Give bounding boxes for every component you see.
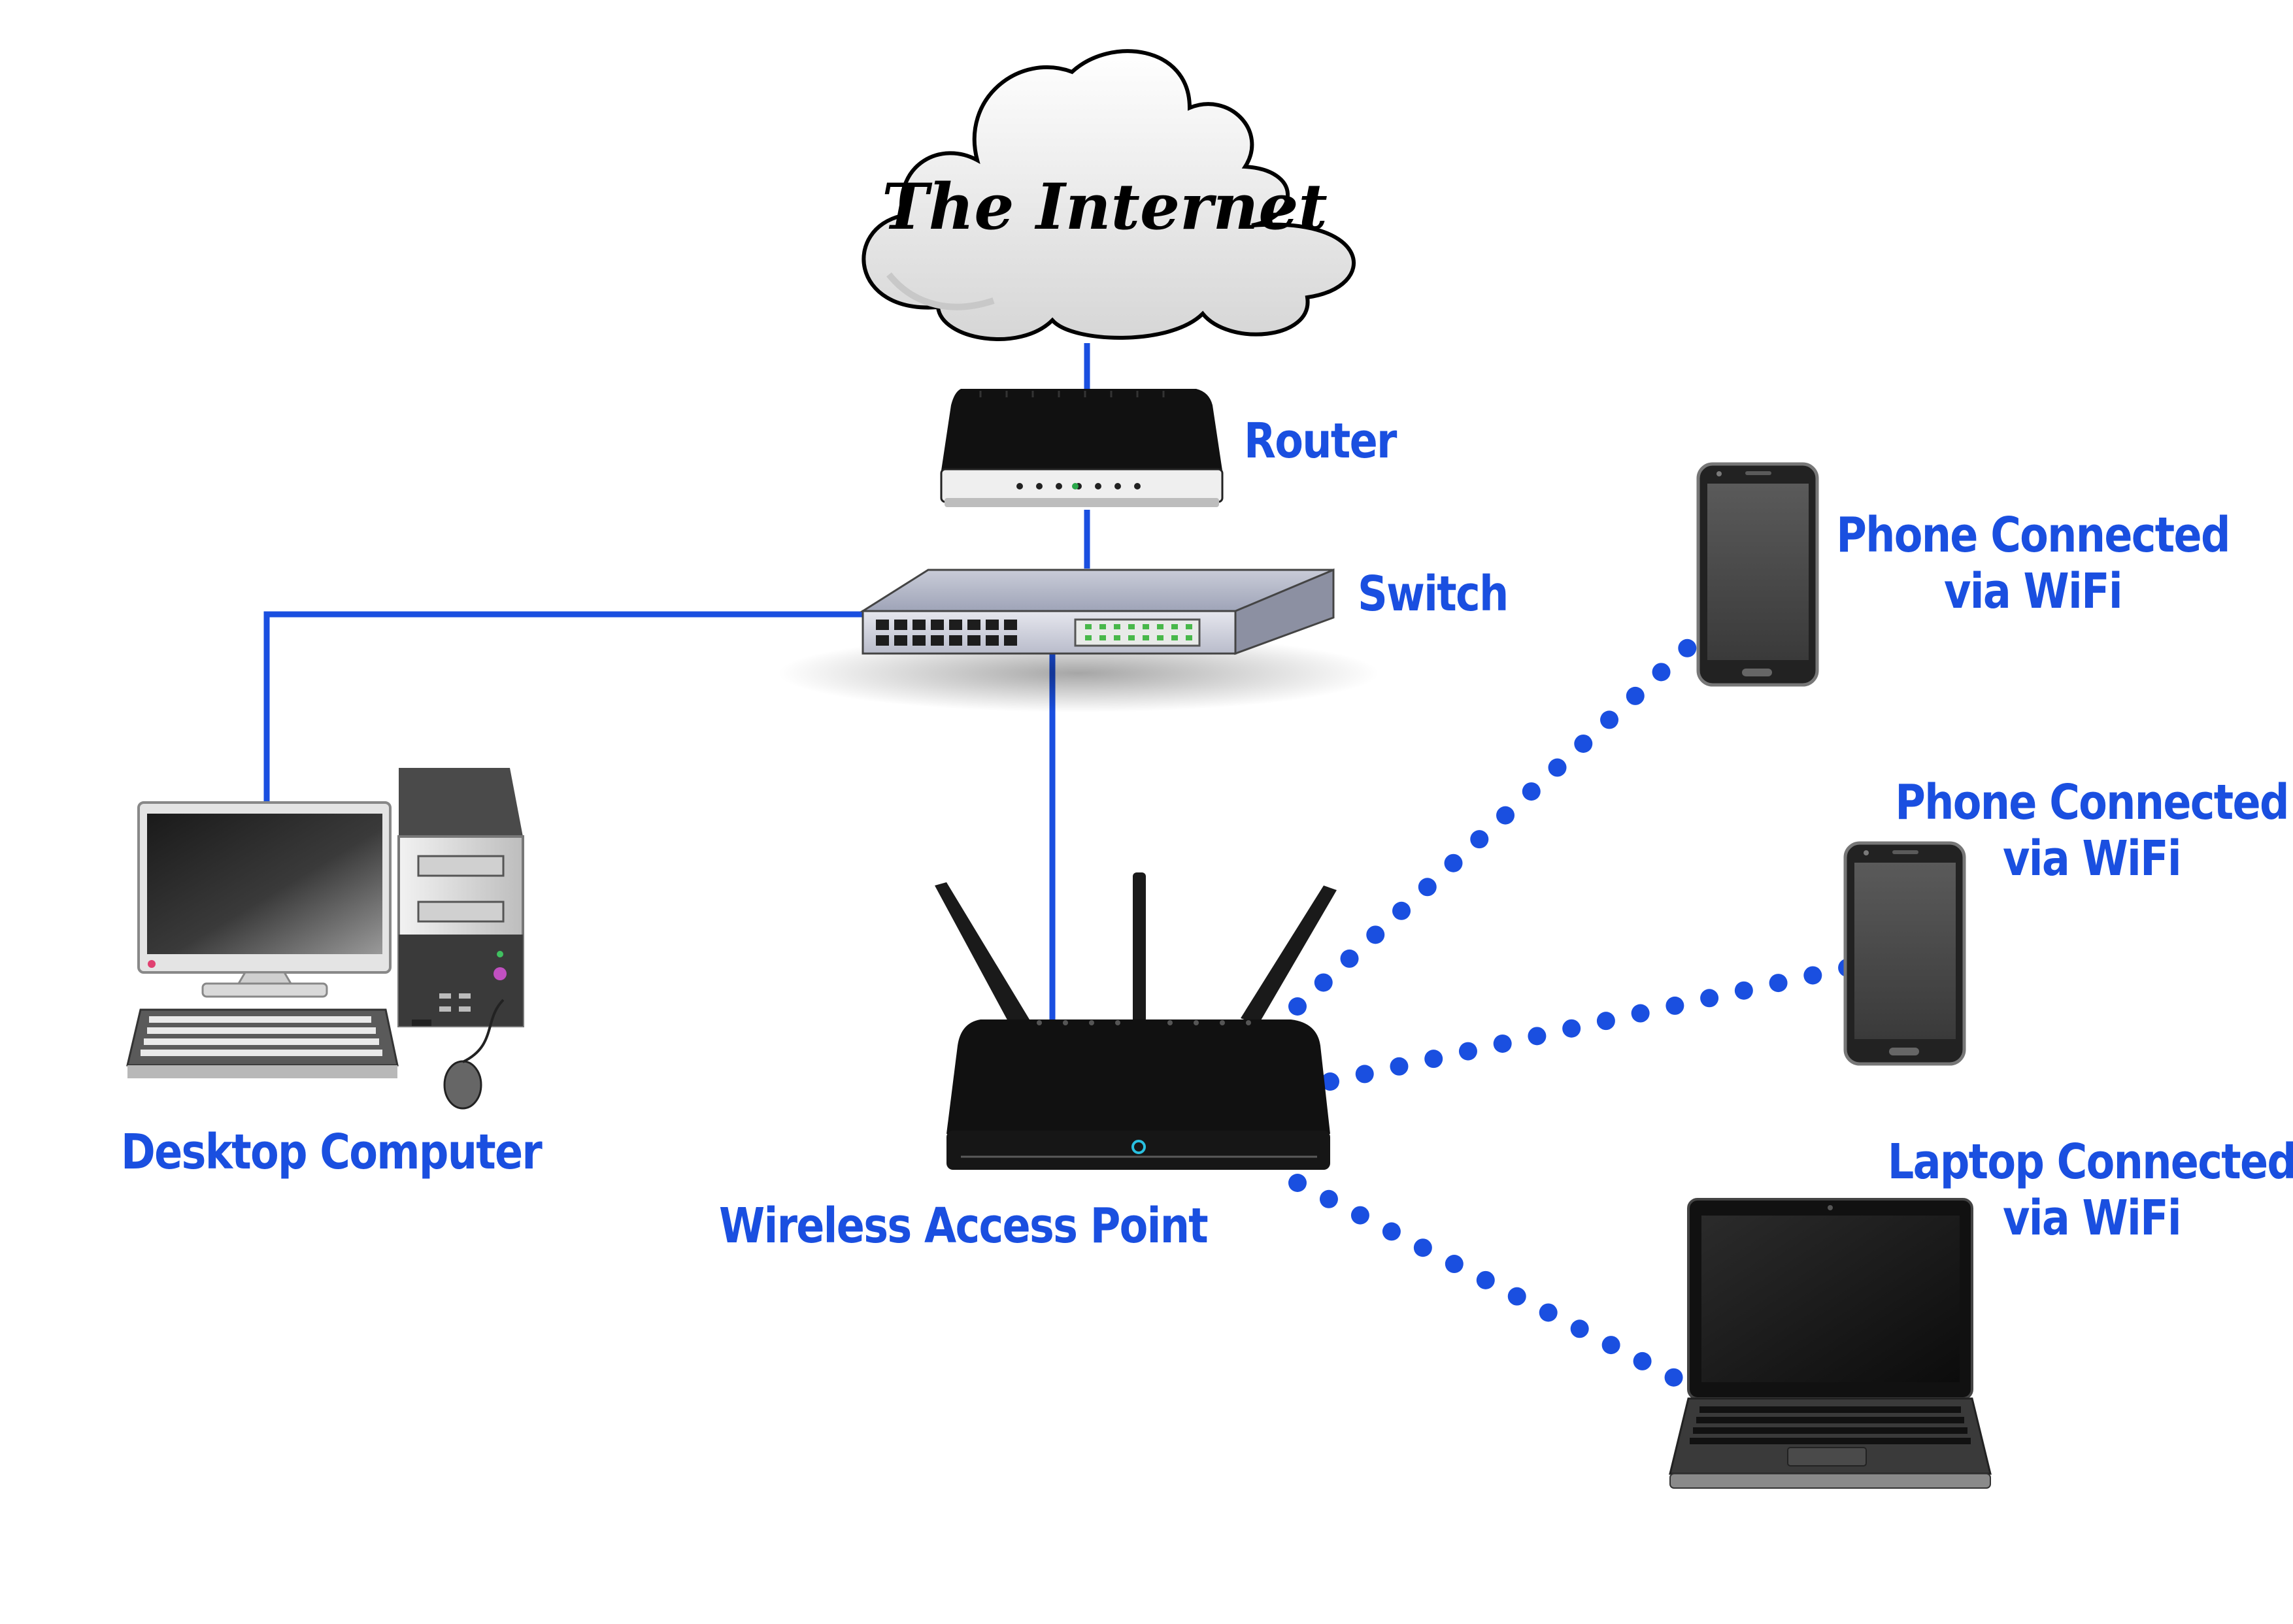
- switch-label: Switch: [1358, 566, 1509, 622]
- router-label: Router: [1244, 413, 1397, 469]
- laptop-icon: [1669, 1198, 1992, 1489]
- link-switch-desktop: [263, 611, 863, 805]
- phone1-label-line2: via WiFi: [1944, 563, 2123, 620]
- wifi-link-phone2: [1321, 958, 1859, 1091]
- wifi-link-laptop: [1288, 1174, 1686, 1388]
- desktop-computer-icon: [126, 768, 524, 1110]
- wireless-router-icon: [935, 872, 1337, 1170]
- desktop-computer-label: Desktop Computer: [121, 1124, 543, 1180]
- phone2-label-line2: via WiFi: [2003, 831, 2182, 887]
- wifi-link-phone1: [1288, 625, 1712, 1016]
- phone1-label: Phone Connected via WiFi: [1819, 507, 2247, 620]
- switch-icon: [778, 568, 1379, 712]
- access-point-label: Wireless Access Point: [719, 1198, 1209, 1254]
- phone2-label: Phone Connected via WiFi: [1878, 774, 2293, 887]
- router-icon: [940, 389, 1224, 507]
- wired-links: [263, 343, 1090, 1019]
- phone2-label-line1: Phone Connected: [1895, 774, 2289, 831]
- phone1-label-line1: Phone Connected: [1836, 507, 2230, 563]
- cloud-label: The Internet: [882, 170, 1328, 244]
- wifi-links: [1288, 625, 1859, 1388]
- phone2-icon: [1843, 841, 1966, 1066]
- laptop-label-line2: via WiFi: [2003, 1190, 2182, 1246]
- cloud-icon: The Internet: [862, 49, 1356, 341]
- laptop-label: Laptop Connected via WiFi: [1873, 1134, 2293, 1246]
- phone1-icon: [1696, 462, 1819, 687]
- laptop-label-line1: Laptop Connected: [1887, 1134, 2293, 1190]
